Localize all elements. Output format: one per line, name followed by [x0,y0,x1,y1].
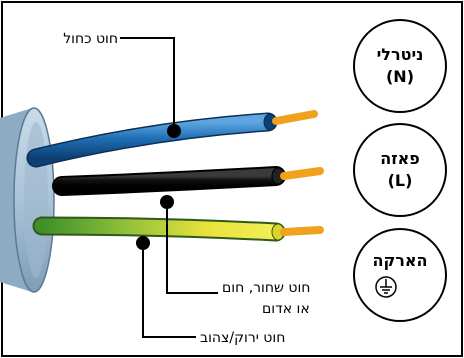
black-wire-label-line2: או אדום [262,301,310,317]
earth-circle: הארקה [353,228,447,322]
blue-wire [26,110,318,168]
green-yellow-wire-callout-dot [136,236,150,250]
leader-lines [120,37,218,338]
earth-ground-icon [375,276,397,298]
neutral-name: ניטרלי [377,45,424,64]
phase-code: (L) [388,171,413,190]
phase-circle: פאזה (L) [353,123,447,217]
blue-wire-callout-dot [167,124,181,138]
black-wire [52,166,324,209]
blue-wire-copper [272,110,318,125]
black-wire-label: חוט שחור, חום [222,280,310,296]
neutral-code: (N) [386,67,414,86]
green-yellow-wire-leader [142,250,196,338]
green-yellow-wire-copper [280,226,324,236]
blue-wire-leader [120,37,175,124]
blue-wire-label: חוט כחול [63,31,118,47]
black-wire-copper [280,167,324,180]
black-wire-leader [166,209,218,294]
black-wire-callout-dot [160,195,174,209]
neutral-circle: ניטרלי (N) [353,19,447,113]
cable-sheath [0,107,55,293]
green-yellow-wire-label: חוט ירוק/צהוב [200,330,285,346]
earth-name: הארקה [372,251,427,270]
green-yellow-wire [32,216,324,250]
phase-name: פאזה [380,149,420,168]
